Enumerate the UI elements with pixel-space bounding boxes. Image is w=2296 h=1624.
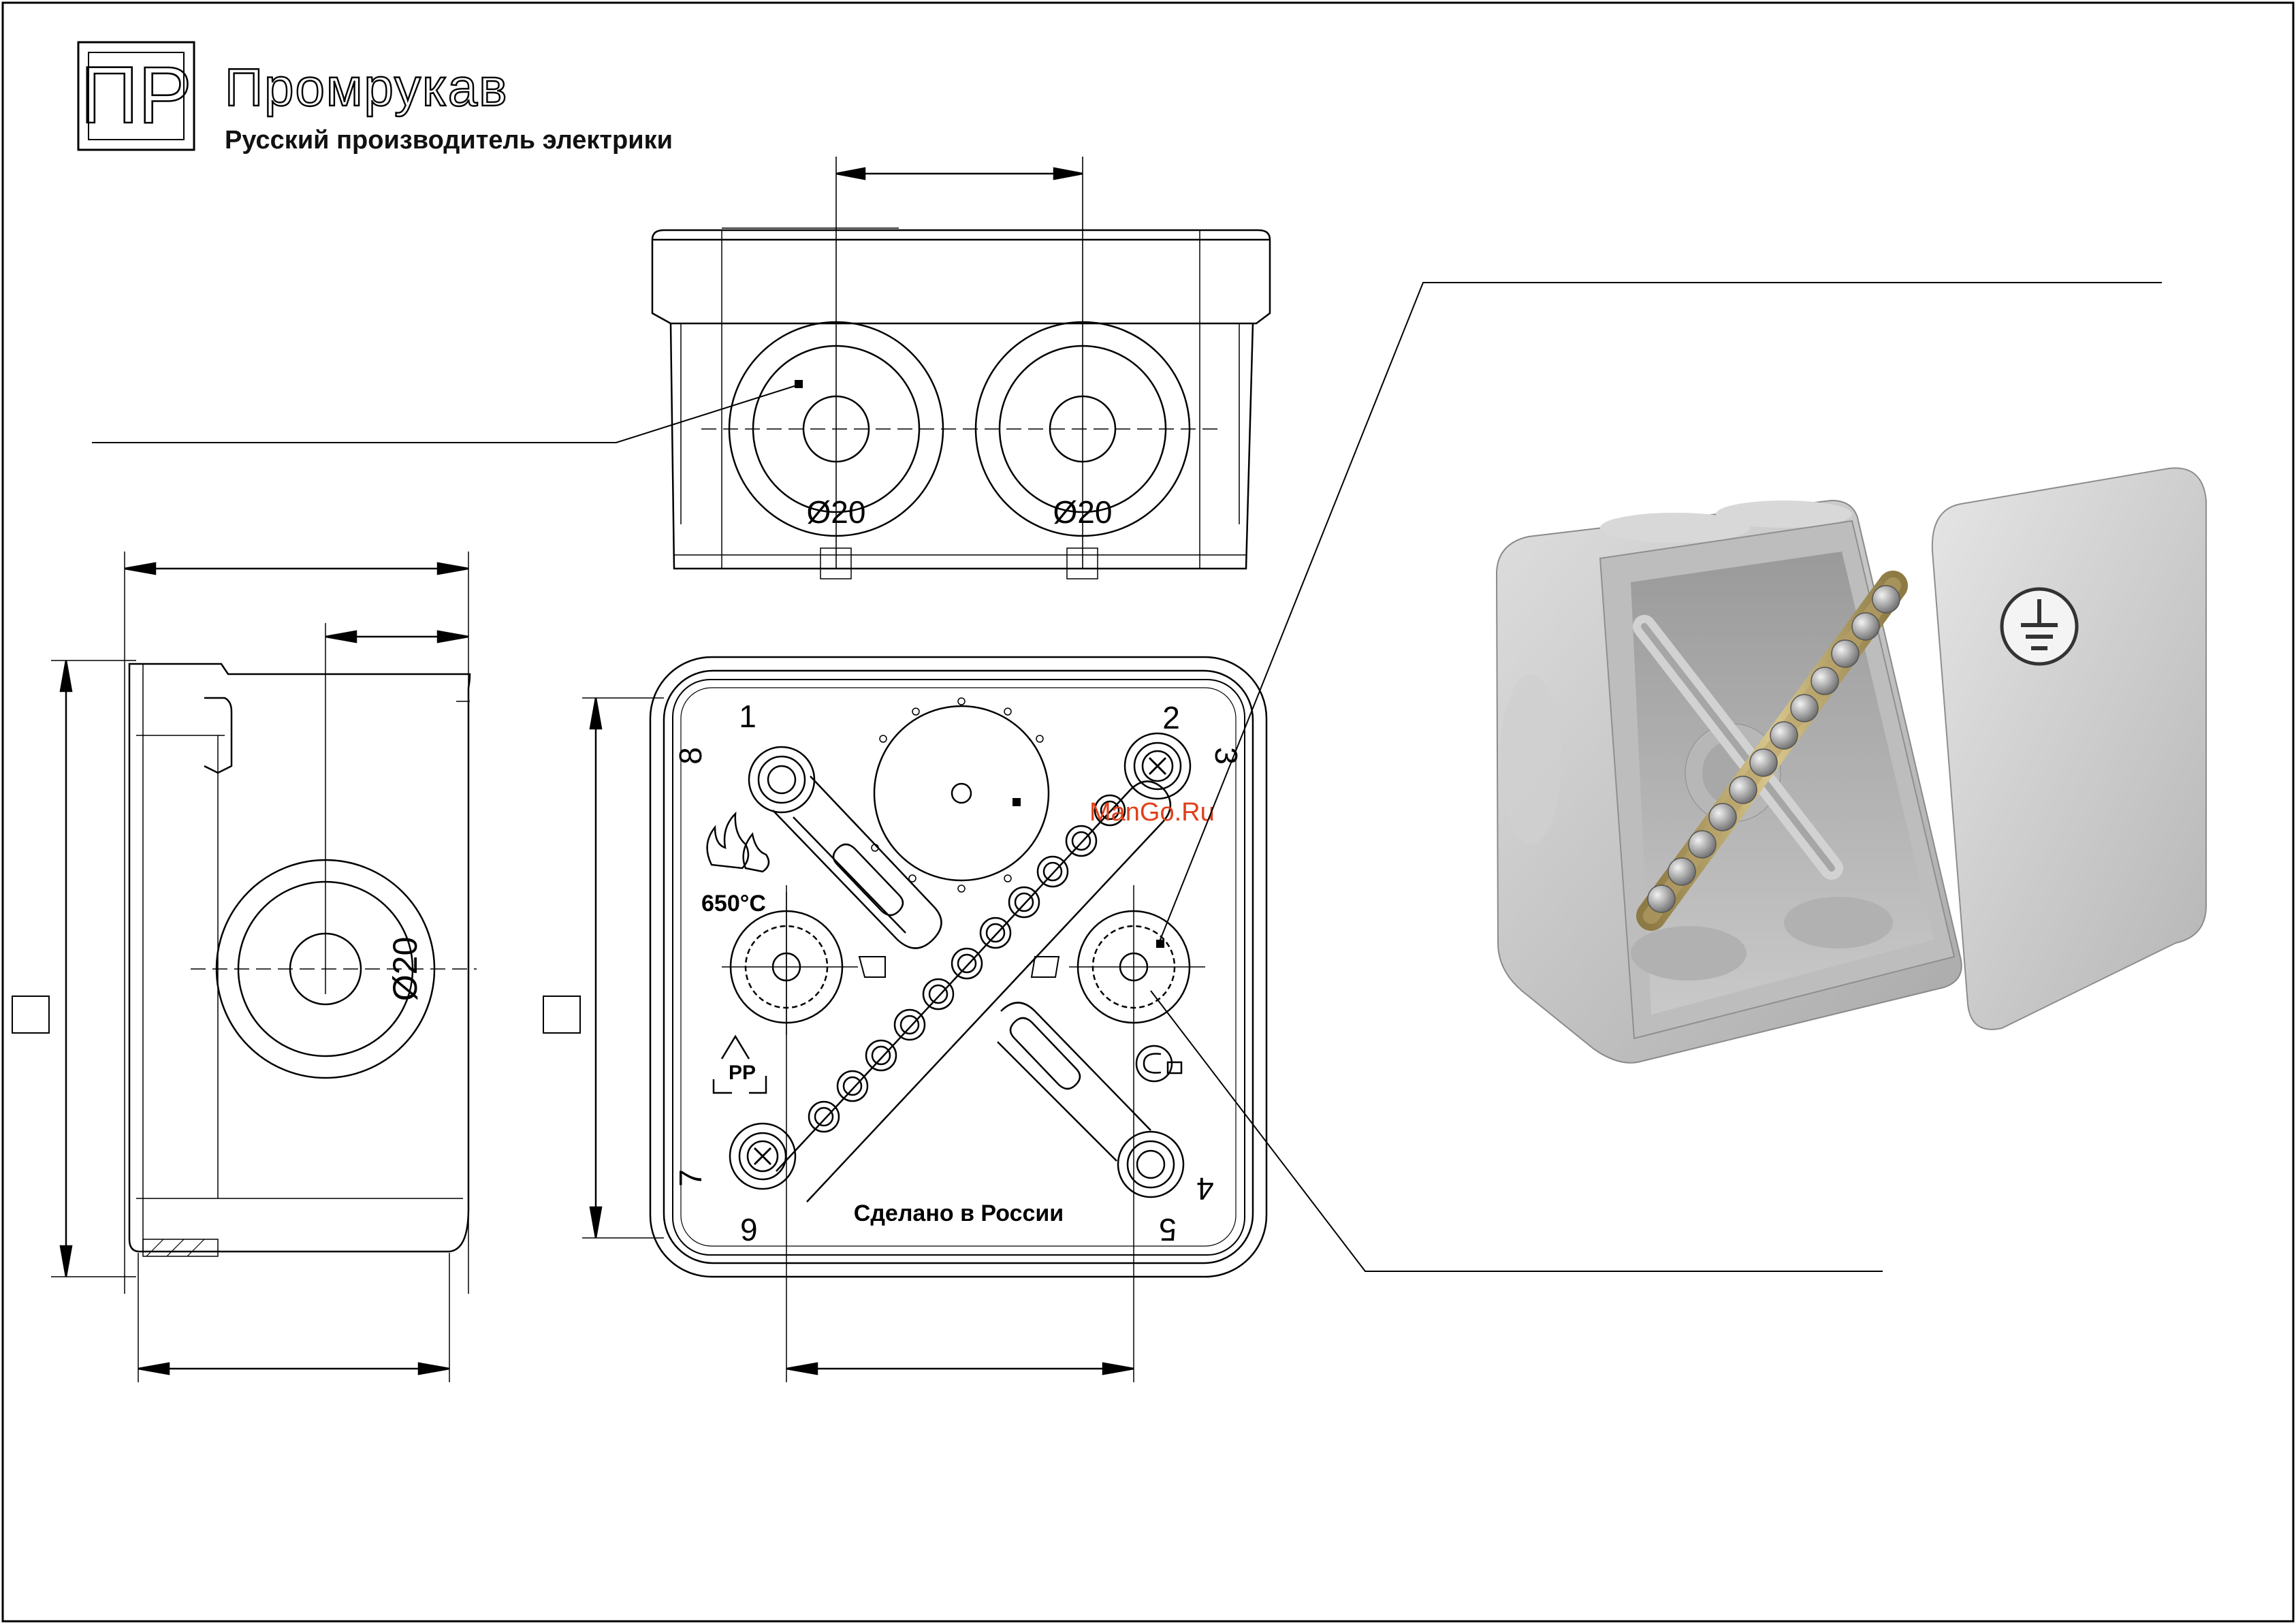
terminal-number-5: 5 — [1159, 1212, 1177, 1247]
terminal-number-7: 7 — [673, 1169, 708, 1187]
recycling-mark: PP — [729, 1062, 756, 1084]
terminal-number-3: 3 — [1209, 747, 1244, 765]
terminal-number-1: 1 — [739, 699, 756, 734]
front-view — [543, 657, 1266, 1382]
knockout-label-left: Ø20 — [807, 494, 866, 530]
fire-resistance-icon — [707, 814, 769, 872]
company-logo: ПР Промрукав Русский производитель элект… — [78, 42, 673, 155]
company-logo-icon: ПР — [78, 42, 194, 150]
product-render — [1497, 468, 2206, 1062]
ground-symbol-icon — [2002, 589, 2077, 664]
product-lid — [1932, 468, 2206, 1029]
cable-slot-upper-left — [773, 776, 942, 949]
terminal-number-8: 8 — [673, 747, 708, 765]
side-knockout-label: Ø20 — [386, 937, 424, 1002]
brand-name: Промрукав — [225, 57, 509, 117]
cable-slot-lower-right — [998, 1003, 1151, 1162]
terminal-number-4: 4 — [1196, 1171, 1214, 1207]
leader-line-lower — [1151, 991, 1883, 1271]
knockout-label-right: Ø20 — [1053, 494, 1113, 530]
terminal-number-6: 6 — [740, 1212, 758, 1247]
logo-letters: ПР — [80, 50, 192, 140]
fire-rating-label: 650°С — [701, 891, 766, 917]
center-dome — [874, 706, 1049, 880]
certification-icon — [1136, 1046, 1181, 1081]
brand-tagline: Русский производитель электрики — [225, 126, 673, 155]
leader-line — [92, 385, 799, 443]
terminal-busbar — [776, 782, 1170, 1203]
made-in-label: Сделано в России — [854, 1200, 1064, 1226]
watermark: ManGo.Ru — [1089, 798, 1215, 827]
top-view — [652, 157, 1270, 579]
terminal-number-2: 2 — [1162, 700, 1180, 735]
